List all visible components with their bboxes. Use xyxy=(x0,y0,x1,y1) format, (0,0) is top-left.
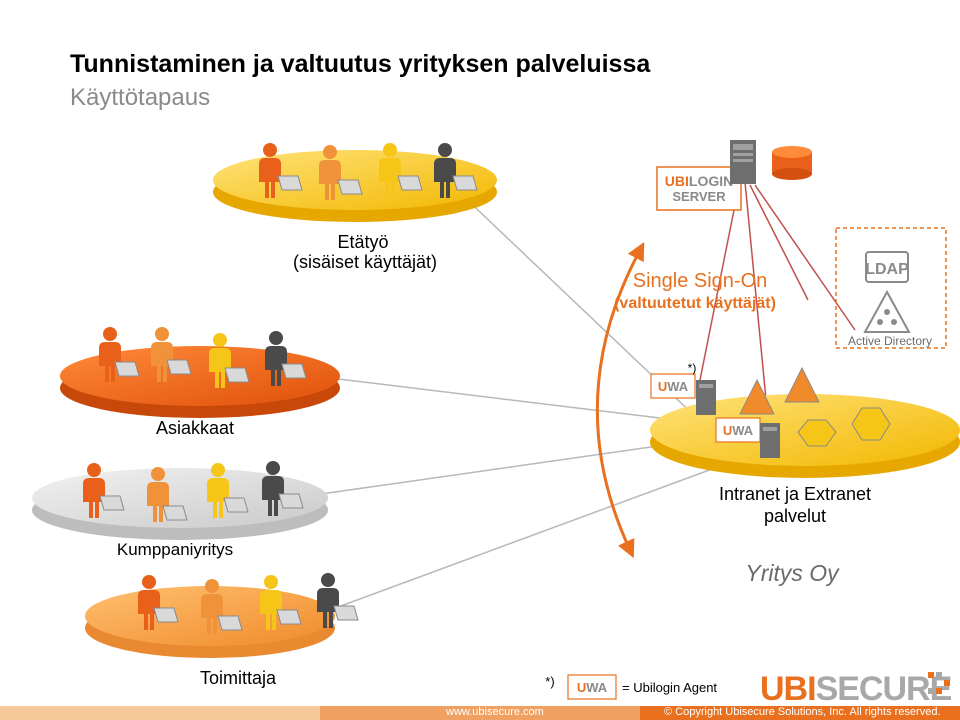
database-icon xyxy=(772,146,812,180)
svg-text:UWA: UWA xyxy=(577,680,608,695)
legend-uwa-box: UWA xyxy=(567,674,617,700)
svg-text:UWA: UWA xyxy=(723,423,754,438)
laptop-icon xyxy=(153,607,179,623)
footer-segment-2 xyxy=(320,706,640,720)
laptop-icon xyxy=(277,175,303,191)
ubilogin-server-box: UBILOGIN SERVER xyxy=(656,166,742,211)
line-etatyo xyxy=(459,192,721,441)
connection-lines xyxy=(299,179,856,611)
label-sso: Single Sign-On xyxy=(632,270,768,292)
hexagon-service-icon xyxy=(797,419,837,447)
triangle-service-icon xyxy=(739,378,775,415)
label-etatyo-sub: (sisäiset käyttäjät) xyxy=(292,252,438,272)
label-asiakkaat: Asiakkaat xyxy=(155,418,235,438)
laptop-icon xyxy=(397,175,423,191)
label-kumppani: Kumppaniyritys xyxy=(116,540,234,559)
laptop-icon xyxy=(223,497,249,513)
service-shapes xyxy=(739,366,891,447)
page-subtitle: Käyttötapaus xyxy=(70,84,211,111)
triangle-service-icon xyxy=(784,366,820,403)
hexagon-service-icon xyxy=(851,407,891,441)
laptop-icon xyxy=(337,179,363,195)
ldap-label: LDAP xyxy=(865,261,909,278)
label-intranet-sub: palvelut xyxy=(763,506,827,526)
laptop-icon xyxy=(224,367,250,383)
page-title: Tunnistaminen ja valtuutus yrityksen pal… xyxy=(70,50,651,78)
label-company: Yritys Oy xyxy=(745,560,839,586)
line-server-uwa2 xyxy=(744,181,769,421)
server-icon-uwa1 xyxy=(696,380,716,415)
line-server-ad xyxy=(749,184,809,301)
label-sso-sub: (valtuutetut käyttäjät) xyxy=(614,295,776,312)
server-label-2: SERVER xyxy=(672,189,726,204)
line-kumppani xyxy=(299,439,701,498)
laptop-icon xyxy=(162,505,188,521)
laptop-icon xyxy=(333,605,359,621)
server-label-b: LOGIN xyxy=(689,173,733,189)
laptop-icon xyxy=(281,363,307,379)
laptop-icon xyxy=(166,359,192,375)
ldap-box: LDAP Active Directory xyxy=(835,227,947,349)
footer-url[interactable]: www.ubisecure.com xyxy=(446,706,544,718)
laptop-icon xyxy=(276,609,302,625)
footer-copyright: © Copyright Ubisecure Solutions, Inc. Al… xyxy=(664,706,941,718)
laptop-icon xyxy=(99,495,125,511)
server-label-a: UBI xyxy=(665,173,689,189)
line-server-ldap xyxy=(754,184,856,331)
ubisecure-logo: UBISECURE xyxy=(760,670,953,708)
label-etatyo: Etätyö xyxy=(337,232,389,252)
line-toimittaja xyxy=(329,454,751,611)
label-intranet: Intranet ja Extranet xyxy=(718,484,872,504)
footer-segment-1 xyxy=(0,706,320,720)
line-asiakkaat xyxy=(329,377,661,419)
svg-text:UBILOGIN: UBILOGIN xyxy=(665,173,733,189)
sso-arrow xyxy=(595,242,645,559)
laptop-icon xyxy=(114,361,140,377)
line-server-uwa1 xyxy=(699,179,741,381)
footer-segment-3 xyxy=(640,706,960,720)
uwa-note-mark: *) xyxy=(688,361,697,375)
label-toimittaja: Toimittaja xyxy=(199,668,277,688)
legend-text: = Ubilogin Agent xyxy=(622,680,718,695)
ad-label: Active Directory xyxy=(848,334,932,348)
server-tower-icon xyxy=(730,140,756,184)
uwa-box-2: UWA xyxy=(715,417,761,443)
active-directory-icon xyxy=(863,289,911,333)
laptop-icon xyxy=(452,175,478,191)
laptop-icon xyxy=(217,615,243,631)
uwa-box-1: UWA xyxy=(650,373,696,399)
laptop-icon xyxy=(278,493,304,509)
server-icon-uwa2 xyxy=(760,423,780,458)
svg-text:UWA: UWA xyxy=(658,379,689,394)
svg-text:UBISECURE: UBISECURE xyxy=(760,670,952,708)
footer-bar: www.ubisecure.com © Copyright Ubisecure … xyxy=(0,706,960,720)
legend-mark: *) xyxy=(545,674,555,689)
